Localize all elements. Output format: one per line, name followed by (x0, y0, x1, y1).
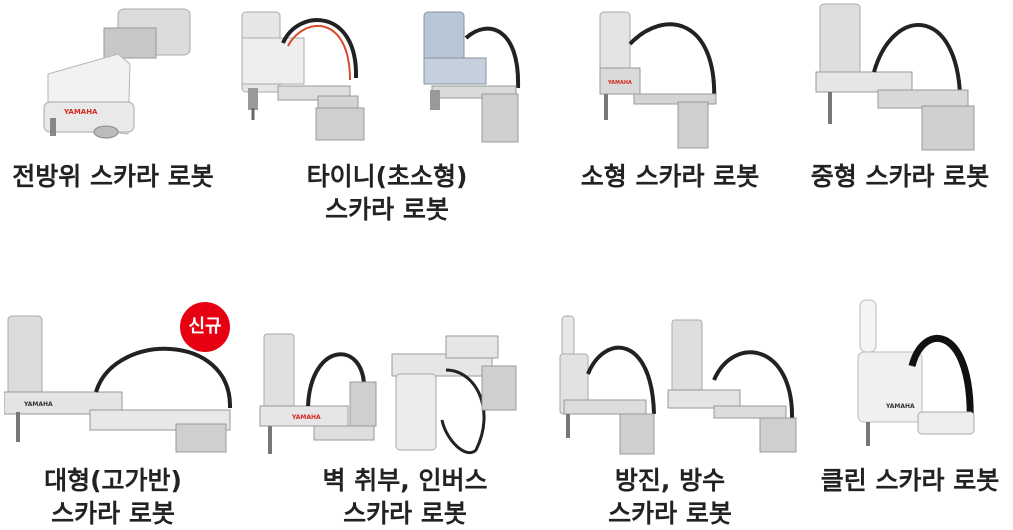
yamaha-logo: YAMAHA (291, 414, 321, 421)
yamaha-logo: YAMAHA (63, 108, 98, 116)
front-scara-robot-image: YAMAHA (43, 8, 191, 139)
robot-label-front: 전방위 스카라 로봇 (12, 162, 214, 191)
medium-scara-robot-image (815, 3, 975, 151)
robot-label-small: 소형 스카라 로봇 (580, 162, 760, 191)
tiny-scara-robot-image (241, 11, 521, 143)
yamaha-logo: YAMAHA (23, 401, 53, 408)
robot-label-medium: 중형 스카라 로봇 (810, 162, 990, 191)
yamaha-logo: YAMAHA (885, 403, 915, 410)
new-badge: 신규 (180, 302, 230, 352)
robot-label-clean: 클린 스카라 로봇 (820, 466, 1000, 495)
dustproof-scara-robot-image (559, 315, 797, 455)
yamaha-logo: YAMAHA (607, 80, 632, 86)
robot-label-wall: 벽 취부, 인버스 스카라 로봇 (322, 466, 488, 528)
robot-label-dustproof: 방진, 방수 스카라 로봇 (608, 466, 732, 528)
clean-scara-robot-image: YAMAHA (857, 299, 975, 446)
wall-inverse-scara-robot-image: YAMAHA (259, 333, 517, 454)
large-scara-robot-image: YAMAHA (4, 315, 233, 453)
robot-label-large: 대형(고가반) 스카라 로봇 (44, 466, 182, 528)
robot-label-tiny: 타이니(초소형) 스카라 로봇 (306, 162, 468, 224)
small-scara-robot-image: YAMAHA (599, 11, 717, 149)
